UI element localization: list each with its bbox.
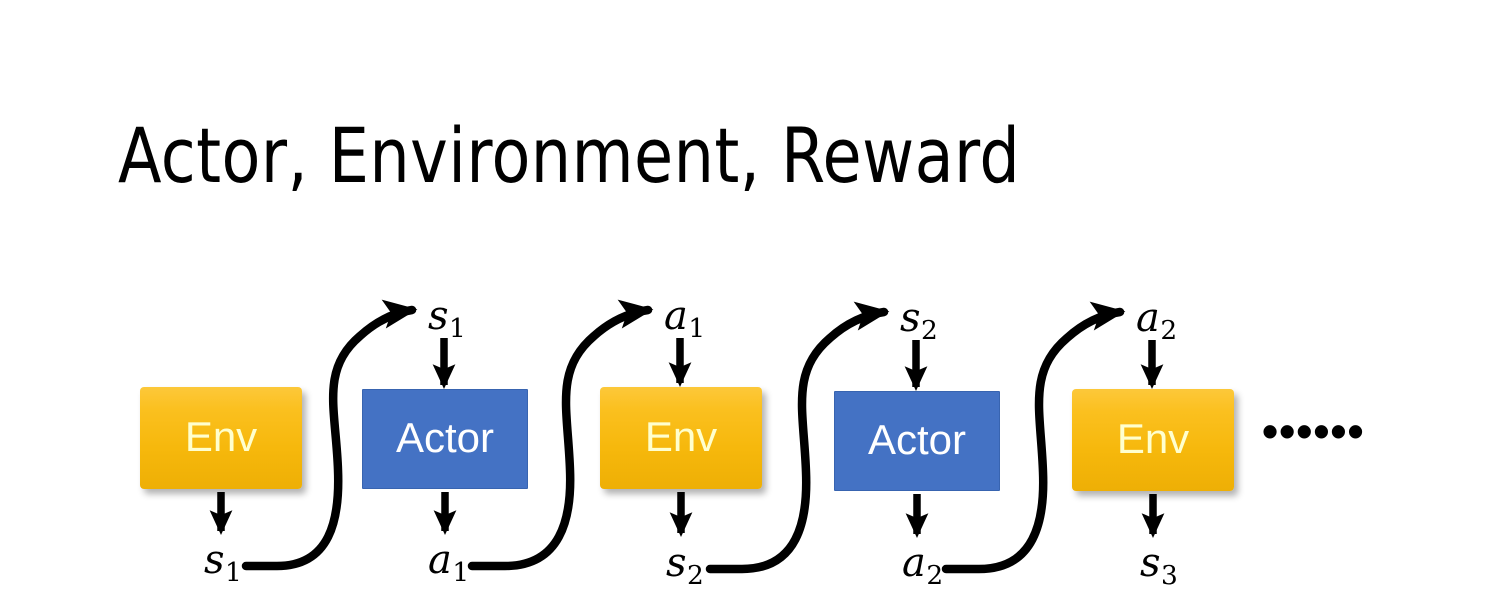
- node-actor-1-label: Actor: [395, 414, 495, 461]
- node-actor-1[interactable]: Actor: [362, 389, 528, 489]
- label-action-a2-top: a2: [1136, 295, 1178, 346]
- node-actor-2[interactable]: Actor: [834, 391, 1000, 491]
- node-env-3[interactable]: Env: [1072, 389, 1234, 491]
- box-to-label-arrows: [209, 492, 1165, 538]
- node-env-1[interactable]: Env: [140, 387, 302, 489]
- label-state-s2-top: s2: [900, 295, 938, 346]
- label-state-s3-bottom: s3: [1140, 540, 1178, 591]
- node-env-3-label: Env: [1116, 415, 1190, 462]
- node-env-2-label: Env: [644, 413, 718, 460]
- ellipsis-continuation: ••••••: [1262, 405, 1365, 457]
- label-to-box-arrows: [432, 338, 1164, 391]
- label-action-a1-bottom: a1: [428, 537, 470, 588]
- label-state-s1-bottom: s1: [204, 537, 242, 588]
- label-action-a1-top: a1: [664, 293, 706, 344]
- label-state-s1-top: s1: [428, 293, 466, 344]
- node-actor-2-label: Actor: [867, 416, 967, 463]
- label-state-s2-bottom: s2: [666, 540, 704, 591]
- page-title: Actor, Environment, Reward: [118, 111, 1021, 200]
- label-action-a2-bottom: a2: [902, 540, 944, 591]
- node-env-1-label: Env: [184, 413, 258, 460]
- node-env-2[interactable]: Env: [600, 387, 762, 489]
